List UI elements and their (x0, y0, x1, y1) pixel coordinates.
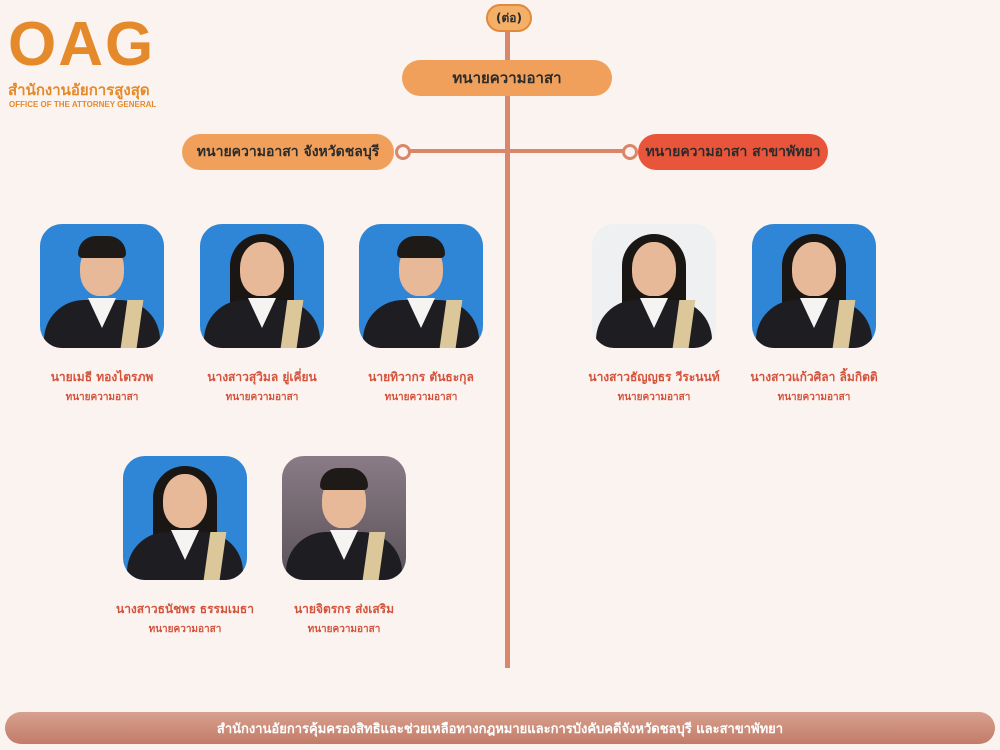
member-role: ทนายความอาสา (148, 624, 222, 635)
member-card: นางสาวสุวิมล ยู่เคี่ยน ทนายความอาสา (177, 224, 347, 405)
connector-node-left (395, 144, 411, 160)
oag-logo: OAG สำนักงานอัยการสูงสุด OFFICE OF THE A… (8, 10, 168, 110)
member-photo (359, 224, 483, 348)
horizontal-connector (400, 149, 632, 153)
member-role: ทนายความอาสา (65, 392, 139, 403)
member-card: นางสาวธนัชพร ธรรมเมธา ทนายความอาสา (100, 456, 270, 637)
member-card: นายทิวากร ตันธะกุล ทนายความอาสา (336, 224, 506, 405)
member-card: นางสาวธัญญธร วีระนนท์ ทนายความอาสา (569, 224, 739, 405)
member-photo (200, 224, 324, 348)
member-name: นายจิตรกร ส่งเสริม (293, 602, 395, 616)
member-name: นางสาวแก้วศิลา ลิ้มกิตติ (750, 370, 878, 384)
member-name: นายทิวากร ตันธะกุล (368, 370, 474, 384)
member-card: นางสาวแก้วศิลา ลิ้มกิตติ ทนายความอาสา (729, 224, 899, 405)
member-card: นายจิตรกร ส่งเสริม ทนายความอาสา (259, 456, 429, 637)
branch-chonburi: ทนายความอาสา จังหวัดชลบุรี (182, 134, 394, 170)
member-name: นางสาวสุวิมล ยู่เคี่ยน (207, 370, 317, 384)
main-title: ทนายความอาสา (402, 60, 612, 96)
member-name: นายเมธี ทองไตรภพ (50, 370, 154, 384)
member-name: นางสาวธนัชพร ธรรมเมธา (115, 602, 254, 616)
member-photo (592, 224, 716, 348)
continued-label: (ต่อ) (486, 4, 532, 32)
logo-mark: OAG (8, 10, 156, 79)
connector-node-right (622, 144, 638, 160)
branch-pattaya: ทนายความอาสา สาขาพัทยา (638, 134, 828, 170)
member-card: นายเมธี ทองไตรภพ ทนายความอาสา (17, 224, 187, 405)
member-role: ทนายความอาสา (617, 392, 691, 403)
member-role: ทนายความอาสา (777, 392, 851, 403)
member-photo (123, 456, 247, 580)
member-role: ทนายความอาสา (225, 392, 299, 403)
member-role: ทนายความอาสา (307, 624, 381, 635)
member-photo (40, 224, 164, 348)
member-photo (752, 224, 876, 348)
logo-english-text: OFFICE OF THE ATTORNEY GENERAL (9, 100, 157, 109)
vertical-connector (505, 28, 510, 668)
member-name: นางสาวธัญญธร วีระนนท์ (588, 370, 720, 384)
member-photo (282, 456, 406, 580)
logo-thai-text: สำนักงานอัยการสูงสุด (8, 81, 150, 99)
footer-banner: สำนักงานอัยการคุ้มครองสิทธิและช่วยเหลือท… (5, 712, 995, 744)
member-role: ทนายความอาสา (384, 392, 458, 403)
